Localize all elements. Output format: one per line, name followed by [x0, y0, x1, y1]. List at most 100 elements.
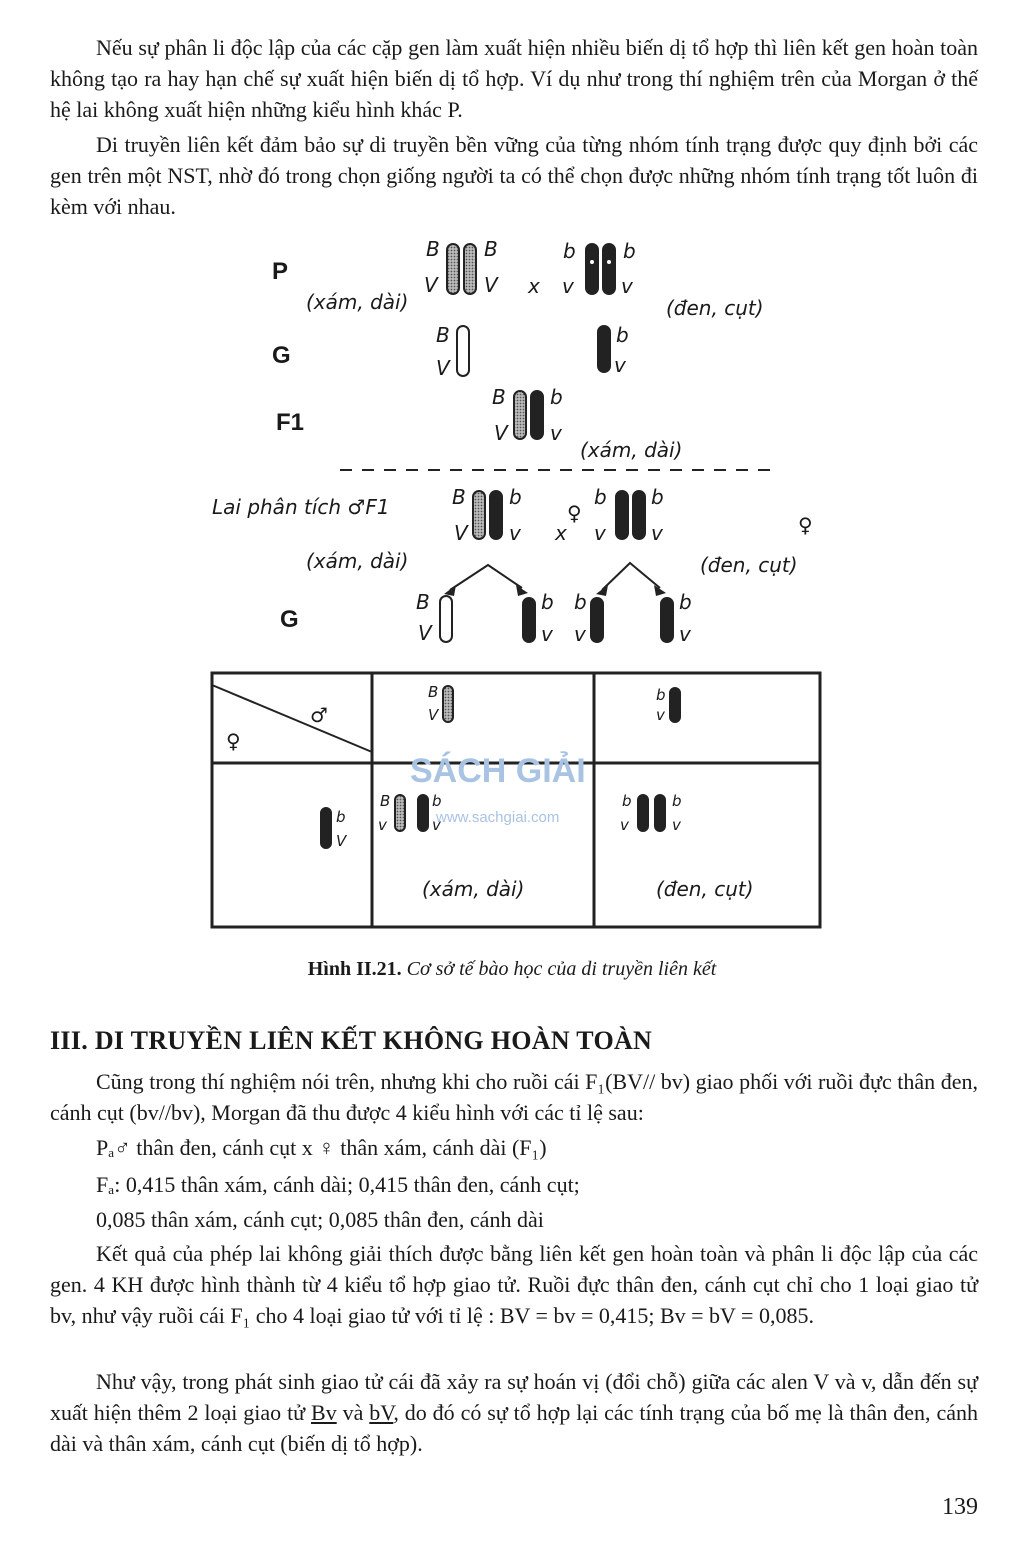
- svg-text:b: b: [679, 590, 692, 614]
- test-cross-label: Lai phân tích ♂F1: [212, 495, 390, 519]
- svg-text:b: b: [509, 485, 522, 509]
- table-row-gamete-bv: b V: [320, 807, 348, 850]
- svg-text:b: b: [623, 239, 636, 263]
- svg-text:b: b: [336, 808, 346, 826]
- svg-text:b: b: [594, 485, 607, 509]
- gamete-arrows: [449, 561, 661, 591]
- svg-text:v: v: [550, 421, 563, 445]
- caption-text: Cơ sở tế bào học của di truyền liên kết: [401, 958, 717, 980]
- p-chromosome-pair-black: b v b v: [562, 239, 636, 298]
- paragraph-2: Di truyền liên kết đảm bảo sự di truyền …: [50, 132, 978, 219]
- testcross-phenotype-left: (xám, dài): [306, 549, 408, 573]
- svg-text:V: V: [454, 521, 469, 545]
- g1-gamete-black: b v: [597, 323, 629, 377]
- svg-text:B: B: [416, 590, 430, 614]
- punnett-table: [210, 671, 822, 929]
- testcross-chromosome-black-black: b v b v: [594, 485, 664, 545]
- paragraph-4: Kết quả của phép lai không giải thích đư…: [50, 1241, 978, 1328]
- svg-text:v: v: [656, 706, 666, 724]
- f1-phenotype: (xám, dài): [580, 438, 682, 462]
- label-g2: G: [280, 606, 299, 633]
- svg-text:b: b: [616, 323, 629, 347]
- g2-gamete-BV: B V: [416, 590, 453, 645]
- gamete-bV: bV: [369, 1400, 394, 1425]
- svg-text:V: V: [336, 832, 348, 850]
- paragraph-5: Như vậy, trong phát sinh giao tử cái đã …: [50, 1369, 978, 1456]
- paragraph-3: Cũng trong thí nghiệm nói trên, nhưng kh…: [50, 1069, 978, 1125]
- svg-text:b: b: [651, 485, 664, 509]
- svg-text:v: v: [432, 816, 442, 834]
- caption-label: Hình II.21.: [307, 958, 402, 980]
- svg-text:b: b: [622, 792, 632, 810]
- p-phenotype-xam-dai: (xám, dài): [306, 290, 408, 314]
- svg-text:b: b: [432, 792, 442, 810]
- table-cell-black-black: b v b v: [620, 792, 682, 834]
- svg-text:b: b: [672, 792, 682, 810]
- female-symbol-right: ♀: [798, 513, 813, 537]
- svg-text:B: B: [452, 485, 466, 509]
- figure-caption: Hình II.21. Cơ sở tế bào học của di truy…: [0, 958, 1024, 981]
- svg-text:b: b: [656, 686, 666, 704]
- p-cross-sign: x: [527, 274, 540, 298]
- svg-text:b: b: [550, 385, 563, 409]
- page-number: 139: [942, 1494, 978, 1520]
- label-g1: G: [272, 342, 291, 369]
- svg-text:B: B: [426, 237, 440, 261]
- svg-text:V: V: [484, 273, 499, 297]
- linkage-figure: P G F1 G B V B V x b v b v (xám, dài) (đ…: [210, 237, 822, 929]
- svg-text:B: B: [484, 237, 498, 261]
- svg-text:v: v: [651, 521, 664, 545]
- line-pa: Pₐ♂ thân đen, cánh cụt x ♀ thân xám, cán…: [96, 1135, 547, 1160]
- svg-text:v: v: [562, 274, 575, 298]
- label-f1: F1: [276, 409, 304, 436]
- gamete-Bv: Bv: [311, 1400, 337, 1425]
- table-cell-xam-dai: (xám, dài): [422, 877, 524, 901]
- table-header-male: ♂: [310, 703, 328, 727]
- svg-text:v: v: [620, 816, 630, 834]
- g2-gamete-bv-2: b v: [574, 590, 604, 646]
- svg-text:b: b: [563, 239, 576, 263]
- svg-text:v: v: [621, 274, 634, 298]
- svg-text:V: V: [494, 421, 509, 445]
- section-heading: III. DI TRUYỀN LIÊN KẾT KHÔNG HOÀN TOÀN: [50, 1026, 653, 1055]
- line-fa: Fₐ: 0,415 thân xám, cánh dài; 0,415 thân…: [96, 1172, 580, 1197]
- p-chromosome-pair-grey: B V B V: [424, 237, 499, 297]
- svg-text:V: V: [424, 273, 439, 297]
- table-header-female: ♀: [226, 729, 241, 753]
- svg-text:v: v: [594, 521, 607, 545]
- svg-text:V: V: [418, 621, 433, 645]
- g2-gamete-bv-1: b v: [522, 590, 554, 646]
- svg-text:v: v: [672, 816, 682, 834]
- table-cell-grey-black: B v b v: [378, 792, 442, 834]
- svg-text:b: b: [574, 590, 587, 614]
- g1-gamete-grey: B V: [436, 323, 470, 380]
- line-fa2: 0,085 thân xám, cánh cụt; 0,085 thân đen…: [96, 1207, 544, 1232]
- paragraph-1: Nếu sự phân li độc lập của các cặp gen l…: [50, 35, 978, 122]
- label-p: P: [272, 258, 288, 285]
- svg-text:B: B: [436, 323, 450, 347]
- female-symbol: ♀: [567, 501, 582, 525]
- svg-text:B: B: [428, 683, 438, 701]
- svg-text:v: v: [614, 353, 627, 377]
- svg-text:v: v: [378, 816, 388, 834]
- p-phenotype-den-cut: (đen, cụt): [666, 296, 764, 320]
- svg-text:v: v: [541, 622, 554, 646]
- testcross-phenotype-right: (đen, cụt): [700, 553, 798, 577]
- svg-text:v: v: [574, 622, 587, 646]
- table-cell-den-cut: (đen, cụt): [656, 877, 754, 901]
- table-header-gamete-bv: b v: [656, 686, 681, 724]
- g2-gamete-bv-3: b v: [660, 590, 692, 646]
- table-header-gamete-BV: B V: [428, 683, 454, 724]
- f1-chromosome-pair: B V b v: [492, 385, 563, 445]
- testcross-cross-sign: x: [554, 521, 567, 545]
- svg-text:b: b: [541, 590, 554, 614]
- testcross-chromosome-grey-black: B V b v: [452, 485, 522, 545]
- svg-text:v: v: [679, 622, 692, 646]
- svg-text:B: B: [380, 792, 390, 810]
- watermark-url: www.sachgiai.com: [435, 809, 559, 826]
- svg-text:V: V: [428, 706, 440, 724]
- svg-text:V: V: [436, 356, 451, 380]
- svg-text:B: B: [492, 385, 506, 409]
- watermark-brand: SÁCH GIẢI: [410, 752, 586, 790]
- svg-text:v: v: [509, 521, 522, 545]
